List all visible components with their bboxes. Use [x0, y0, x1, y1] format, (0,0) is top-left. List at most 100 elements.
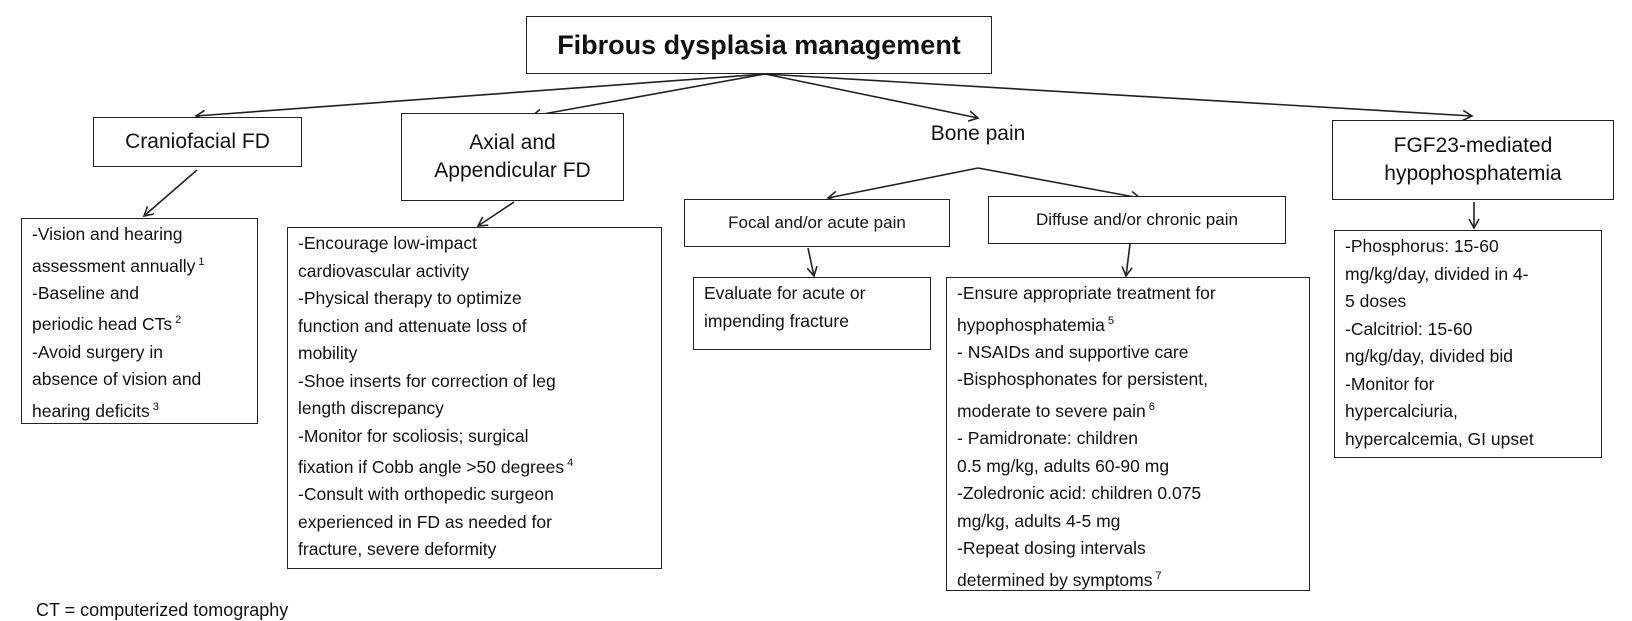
axial-item-line-text: -Physical therapy to optimize: [298, 288, 522, 308]
focal-pain-label: Focal and/or acute pain: [728, 212, 906, 232]
diffuse-item-line: 0.5 mg/kg, adults 60-90 mg: [957, 453, 1303, 481]
fgf23-item-line-text: hypercalciuria,: [1345, 401, 1458, 421]
axial-item-line: function and attenuate loss of: [298, 313, 655, 341]
axial-item-line-text: mobility: [298, 343, 358, 363]
craniofacial-label: Craniofacial FD: [125, 129, 270, 153]
diffuse-item-line-text: mg/kg, adults 4-5 mg: [957, 510, 1121, 531]
diffuse-item-line-text: hypophosphatemia: [957, 314, 1105, 335]
fgf23-item-line-text: 5 doses: [1345, 291, 1407, 311]
diffuse-item-line-text: -Bisphosphonates for persistent,: [957, 369, 1208, 390]
craniofacial-item-line-text: -Vision and hearing: [32, 224, 183, 244]
axial-list-lines: -Encourage low-impact cardiovascular acti…: [298, 230, 655, 564]
axial-item-line-text: fracture, severe deformity: [298, 539, 497, 560]
arrow-craniofacial-to-list: [142, 169, 198, 218]
axial-item-line: fracture, severe deformity: [298, 536, 655, 564]
fgf23-item-line-text: ng/kg/day, divided bid: [1345, 346, 1513, 366]
bone-pain-node: Bone pain: [898, 116, 1058, 152]
diffuse-item-line: -Ensure appropriate treatment for: [957, 280, 1303, 308]
diffuse-item-line-text: - Pamidronate: children: [957, 428, 1138, 449]
axial-item-line: cardiovascular activity: [298, 258, 655, 286]
focal-item-line: impending fracture: [704, 308, 924, 336]
focal-item-line: Evaluate for acute or: [704, 280, 924, 308]
fgf23-node: FGF23-mediated hypophosphatemia: [1332, 120, 1614, 200]
fgf23-item-line-text: -Monitor for: [1345, 373, 1435, 394]
diffuse-item-line-text: - NSAIDs and supportive care: [957, 341, 1189, 362]
reference-superscript: 4: [567, 457, 574, 469]
axial-item-line-text: -Encourage low-impact: [298, 233, 477, 253]
arrow-title-to-craniofacial: [194, 73, 766, 122]
diffuse-item-line-text: 0.5 mg/kg, adults 60-90 mg: [957, 455, 1170, 476]
axial-item-line-text: experienced in FD as needed for: [298, 511, 552, 532]
craniofacial-item-line-text: hearing deficits: [32, 400, 150, 421]
axial-item-line: -Physical therapy to optimize: [298, 285, 655, 313]
diffuse-item-line: -Zoledronic acid: children 0.075: [957, 480, 1303, 508]
diffuse-pain-list-lines: -Ensure appropriate treatment for hypopho…: [957, 280, 1303, 594]
axial-list: -Encourage low-impact cardiovascular acti…: [287, 227, 662, 569]
diffuse-item-line: - Pamidronate: children: [957, 425, 1303, 453]
fgf23-item-line: -Calcitriol: 15-60: [1345, 316, 1595, 344]
axial-item-line-text: function and attenuate loss of: [298, 315, 527, 336]
craniofacial-item-line: -Vision and hearing: [32, 221, 251, 249]
craniofacial-item-line: -Avoid surgery in: [32, 339, 251, 367]
craniofacial-node: Craniofacial FD: [93, 117, 302, 167]
diffuse-pain-list: -Ensure appropriate treatment for hypopho…: [946, 277, 1310, 591]
arrow-diffuse-to-list: [1121, 243, 1133, 278]
diagram-title: Fibrous dysplasia management: [557, 29, 961, 60]
fgf23-item-line: hypercalcemia, GI upset: [1345, 426, 1595, 454]
fgf23-item-line: mg/kg/day, divided in 4-: [1345, 261, 1595, 289]
craniofacial-item-line-text: -Baseline and: [32, 282, 140, 303]
focal-pain-list: Evaluate for acute or impending fracture: [693, 277, 931, 350]
axial-item-line: -Monitor for scoliosis; surgical: [298, 423, 655, 451]
focal-item-line-text: impending fracture: [704, 310, 849, 331]
diffuse-pain-label: Diffuse and/or chronic pain: [1036, 209, 1238, 229]
bone-pain-label: Bone pain: [930, 121, 1026, 145]
fgf23-item-line-text: hypercalcemia, GI upset: [1345, 428, 1534, 449]
diffuse-item-line-text: -Ensure appropriate treatment for: [957, 283, 1216, 303]
axial-item-line: mobility: [298, 340, 655, 368]
arrow-title-to-axial: [530, 73, 766, 121]
fgf23-item-line-text: -Calcitriol: 15-60: [1345, 318, 1473, 339]
reference-superscript: 2: [175, 314, 182, 327]
craniofacial-item-line-text: assessment annually: [32, 255, 196, 276]
craniofacial-item-line: -Baseline and: [32, 280, 251, 308]
reference-superscript: 6: [1148, 400, 1155, 413]
focal-pain-list-lines: Evaluate for acute or impending fracture: [704, 280, 924, 335]
craniofacial-item-line-text: periodic head CTs: [32, 314, 173, 335]
diffuse-item-line-text: -Repeat dosing intervals: [957, 538, 1146, 559]
title-box: Fibrous dysplasia management: [526, 16, 992, 74]
axial-item-line-text: -Monitor for scoliosis; surgical: [298, 425, 529, 446]
focal-pain-node: Focal and/or acute pain: [684, 199, 950, 247]
arrow-bone-pain-to-diffuse: [977, 167, 1142, 203]
reference-superscript: 3: [152, 400, 159, 413]
axial-node: Axial and Appendicular FD: [401, 113, 624, 201]
diffuse-item-line-text: moderate to severe pain: [957, 400, 1146, 421]
reference-superscript: 5: [1107, 314, 1115, 327]
axial-item-line-text: -Consult with orthopedic surgeon: [298, 484, 554, 505]
focal-item-line-text: Evaluate for acute or: [704, 283, 866, 303]
axial-item-line-text: -Shoe inserts for correction of leg: [298, 370, 556, 391]
reference-superscript: 7: [1155, 569, 1162, 582]
arrow-axial-to-list: [476, 201, 515, 227]
craniofacial-item-line: absence of vision and: [32, 366, 251, 394]
axial-item-line: -Encourage low-impact: [298, 230, 655, 258]
diffuse-item-line: mg/kg, adults 4-5 mg: [957, 508, 1303, 536]
diffuse-pain-node: Diffuse and/or chronic pain: [988, 196, 1286, 244]
fgf23-item-line: -Phosphorus: 15-60: [1345, 233, 1595, 261]
arrow-title-to-fgf23: [764, 73, 1474, 122]
craniofacial-item-line-text: -Avoid surgery in: [32, 341, 163, 362]
diffuse-item-line-text: determined by symptoms: [957, 569, 1153, 590]
fgf23-item-line: ng/kg/day, divided bid: [1345, 343, 1595, 371]
diffuse-item-line: -Bisphosphonates for persistent,: [957, 366, 1303, 394]
arrow-bone-pain-to-focal: [826, 167, 979, 202]
diffuse-item-line-text: -Zoledronic acid: children 0.075: [957, 483, 1202, 504]
